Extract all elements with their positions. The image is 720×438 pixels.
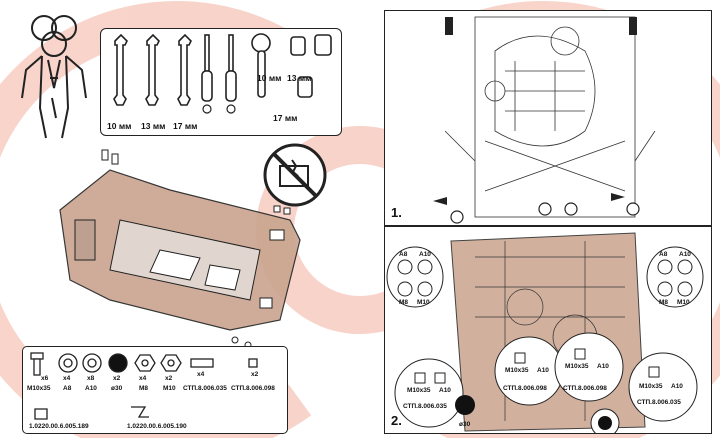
nut-m10-size: M10: [163, 385, 176, 392]
bolt-qty: x6: [41, 375, 49, 382]
left-nut-m10: M10: [417, 299, 430, 306]
wrench-label-13: 13 мм: [141, 121, 166, 131]
right-nut-m8: M8: [659, 299, 669, 306]
installed-plate-drawing: [386, 232, 704, 433]
callout-left-clip: СТП.8.006.035: [403, 403, 447, 410]
socket-label-17: 17 мм: [273, 113, 298, 123]
socket-label-10: 10 мм: [257, 73, 282, 83]
tools-drawing: [113, 33, 332, 114]
socket-label-13: 13 мм: [287, 73, 312, 83]
plug-qty: x2: [113, 375, 121, 382]
bracket-190-code: 1.0220.00.6.005.190: [127, 423, 187, 430]
callout-mid2-clip: СТП.8.006.098: [563, 385, 607, 392]
step2-number: 2.: [391, 413, 402, 428]
right-washer-a8: A8: [659, 251, 668, 258]
washer-a10-size: A10: [85, 385, 97, 392]
callout-mid2-bolt: M10x35: [565, 363, 589, 370]
hardware-drawing: [30, 352, 258, 420]
nut-m8-qty: x4: [139, 375, 147, 382]
tools-panel: 10 мм 13 мм 17 мм 10 мм 13 мм 17 мм: [100, 28, 342, 136]
left-washer-a10: A10: [419, 251, 431, 258]
washer-a8-qty: x4: [63, 375, 71, 382]
right-nut-m10: M10: [677, 299, 690, 306]
clip-098-qty: x2: [251, 371, 259, 378]
bolt-size: M10x35: [27, 385, 51, 392]
wrench-label-10: 10 мм: [107, 121, 132, 131]
engine-bay-drawing: [433, 16, 656, 224]
nut-m10-qty: x2: [165, 375, 173, 382]
left-washer-a8: A8: [399, 251, 408, 258]
callout-mid1-washer: A10: [537, 367, 549, 374]
callout-mid1-bolt: M10x35: [505, 367, 529, 374]
callout-right-washer: A10: [671, 383, 683, 390]
cross-screwdriver-icon: [202, 104, 212, 114]
callout-left-plug: ø30: [459, 421, 471, 428]
skid-plate-drawing: [59, 149, 301, 349]
wrench-label-17: 17 мм: [173, 121, 198, 131]
washer-a8-size: A8: [63, 385, 72, 392]
no-hot-engine-icon: [263, 143, 327, 207]
mechanic-figure-icon: [21, 15, 87, 139]
clip-035-qty: x4: [197, 371, 205, 378]
step2-panel: A8 A10 M8 M10 A8 A10 M8 M10 M10x35 A10 С…: [384, 226, 712, 434]
left-nut-m8: M8: [399, 299, 409, 306]
plug-label: ø30: [599, 419, 611, 426]
plug-size: ø30: [111, 385, 123, 392]
step1-number: 1.: [391, 205, 402, 220]
right-washer-a10: A10: [679, 251, 691, 258]
step1-panel: 1.: [384, 10, 712, 226]
hardware-panel: x6 M10x35 x4 A8 x8 A10 x2 ø30 x4 M8 x2 M…: [22, 346, 288, 434]
callout-mid1-clip: СТП.8.006.098: [503, 385, 547, 392]
callout-right-clip: СТП.8.006.035: [637, 399, 681, 406]
callout-right-bolt: M10x35: [639, 383, 663, 390]
callout-left-bolt: M10x35: [407, 387, 431, 394]
nut-m8-size: M8: [139, 385, 149, 392]
callout-left-washer: A10: [439, 387, 451, 394]
clip-098-size: СТП.8.006.098: [231, 385, 275, 392]
bracket-189-code: 1.0220.00.6.005.189: [29, 423, 89, 430]
washer-a10-qty: x8: [87, 375, 95, 382]
torx-screwdriver-icon: [226, 104, 236, 114]
callout-mid2-washer: A10: [597, 363, 609, 370]
clip-035-size: СТП.8.006.035: [183, 385, 227, 392]
